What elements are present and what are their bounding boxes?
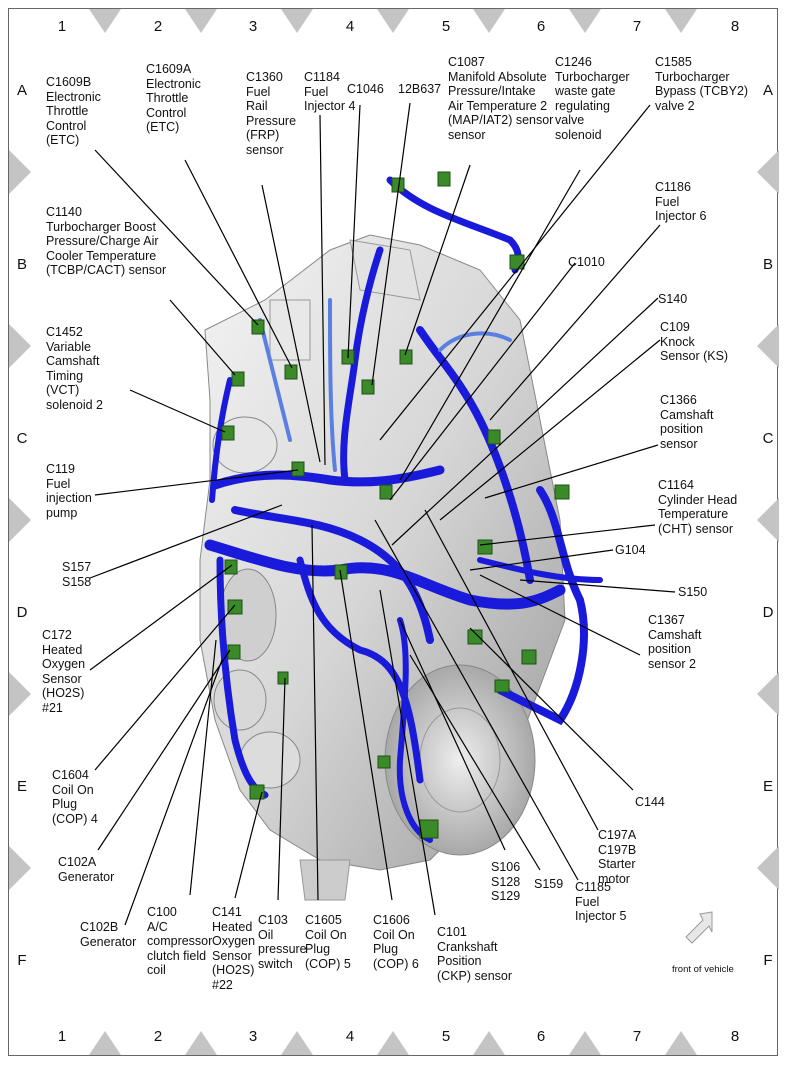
col-1-bottom: 1: [57, 1028, 67, 1045]
row-a-left: A: [16, 82, 27, 99]
label-c1367: C1367 Camshaft position sensor 2: [648, 613, 702, 671]
col-5-bottom: 5: [441, 1028, 451, 1045]
label-c102b: C102B Generator: [80, 920, 137, 949]
label-c1010: C1010: [568, 255, 605, 269]
label-12b637: 12B637: [398, 82, 442, 96]
front-of-vehicle-arrow-icon: [685, 911, 713, 944]
front-of-vehicle-label: front of vehicle: [672, 964, 734, 975]
label-c119: C119 Fuel injection pump: [46, 462, 92, 520]
tick-top-4: [377, 9, 409, 33]
label-c1605: C1605 Coil On Plug (COP) 5: [305, 913, 351, 971]
tick-bottom-4: [377, 1031, 409, 1055]
label-s150: S150: [678, 585, 708, 599]
label-c1186: C1186 Fuel Injector 6: [655, 180, 707, 224]
label-c100: C100 A/C compressor clutch field coil: [147, 905, 213, 978]
label-c1604: C1604 Coil On Plug (COP) 4: [52, 768, 98, 826]
row-c-right: C: [762, 430, 774, 447]
row-e-right: E: [762, 778, 773, 795]
tick-top-3: [281, 9, 313, 33]
tick-top-1: [89, 9, 121, 33]
col-2-top: 2: [153, 18, 163, 35]
row-d-right: D: [762, 604, 774, 621]
label-c1087: C1087 Manifold Absolute Pressure/Intake …: [448, 55, 554, 142]
tick-top-7: [665, 9, 697, 33]
tick-top-2: [185, 9, 217, 33]
tick-bottom-5: [473, 1031, 505, 1055]
label-s157-s158: S157 S158: [62, 560, 92, 589]
col-1-top: 1: [57, 18, 67, 35]
label-c103: C103 Oil pressure switch: [258, 913, 307, 971]
tick-left-1: [9, 150, 31, 194]
col-4-top: 4: [345, 18, 355, 35]
label-c1609a: C1609A Electronic Throttle Control (ETC): [146, 62, 201, 135]
row-f-right: F: [763, 952, 773, 969]
label-s159: S159: [534, 877, 564, 891]
leader-lines: [89, 102, 676, 926]
row-b-right: B: [762, 256, 773, 273]
tick-left-2: [9, 324, 31, 368]
label-c109: C109 Knock Sensor (KS): [660, 320, 729, 364]
label-c1366: C1366 Camshaft position sensor: [660, 393, 714, 451]
col-3-top: 3: [248, 18, 258, 35]
tick-top-5: [473, 9, 505, 33]
label-c1046: C1046: [347, 82, 384, 96]
row-a-right: A: [762, 82, 773, 99]
row-f-left: F: [17, 952, 27, 969]
label-c1185: C1185 Fuel Injector 5: [575, 880, 627, 924]
label-c1140: C1140 Turbocharger Boost Pressure/Charge…: [46, 205, 167, 278]
tick-bottom-2: [185, 1031, 217, 1055]
col-5-top: 5: [441, 18, 451, 35]
tick-left-5: [9, 846, 31, 890]
tick-right-1: [757, 150, 779, 194]
label-c1246: C1246 Turbocharger waste gate regulating…: [555, 55, 630, 142]
col-6-top: 6: [536, 18, 546, 35]
label-c102a: C102A Generator: [58, 855, 115, 884]
tick-left-4: [9, 672, 31, 716]
label-c1609b: C1609B Electronic Throttle Control (ETC): [46, 75, 101, 148]
tick-bottom-6: [569, 1031, 601, 1055]
row-b-left: B: [16, 256, 27, 273]
label-g104: G104: [615, 543, 646, 557]
label-c144: C144: [635, 795, 665, 809]
tick-right-3: [757, 498, 779, 542]
label-s140: S140: [658, 292, 688, 306]
row-c-left: C: [16, 430, 28, 447]
label-c1606: C1606 Coil On Plug (COP) 6: [373, 913, 419, 971]
tick-top-6: [569, 9, 601, 33]
label-c172: C172 Heated Oxygen Sensor (HO2S) #21: [42, 628, 86, 715]
tick-right-4: [757, 672, 779, 716]
row-d-left: D: [16, 604, 28, 621]
label-c101: C101 Crankshaft Position (CKP) sensor: [437, 925, 513, 983]
label-c1585: C1585 Turbocharger Bypass (TCBY2) valve …: [655, 55, 749, 113]
col-8-top: 8: [730, 18, 740, 35]
label-c1452: C1452 Variable Camshaft Timing (VCT) sol…: [46, 325, 103, 412]
col-7-top: 7: [632, 18, 642, 35]
tick-bottom-3: [281, 1031, 313, 1055]
label-s106-s128-s129: S106 S128 S129: [491, 860, 521, 904]
tick-left-3: [9, 498, 31, 542]
label-c141: C141 Heated Oxygen Sensor (HO2S) #22: [212, 905, 256, 992]
col-6-bottom: 6: [536, 1028, 546, 1045]
label-c197: C197A C197B Starter motor: [598, 828, 637, 886]
col-7-bottom: 7: [632, 1028, 642, 1045]
row-e-left: E: [16, 778, 27, 795]
col-4-bottom: 4: [345, 1028, 355, 1045]
col-3-bottom: 3: [248, 1028, 258, 1045]
tick-bottom-7: [665, 1031, 697, 1055]
tick-right-2: [757, 324, 779, 368]
label-c1184: C1184 Fuel Injector 4: [304, 70, 356, 114]
label-c1360: C1360 Fuel Rail Pressure (FRP) sensor: [246, 70, 297, 157]
col-8-bottom: 8: [730, 1028, 740, 1045]
tick-bottom-1: [89, 1031, 121, 1055]
tick-right-5: [757, 846, 779, 890]
col-2-bottom: 2: [153, 1028, 163, 1045]
label-c1164: C1164 Cylinder Head Temperature (CHT) se…: [658, 478, 738, 536]
